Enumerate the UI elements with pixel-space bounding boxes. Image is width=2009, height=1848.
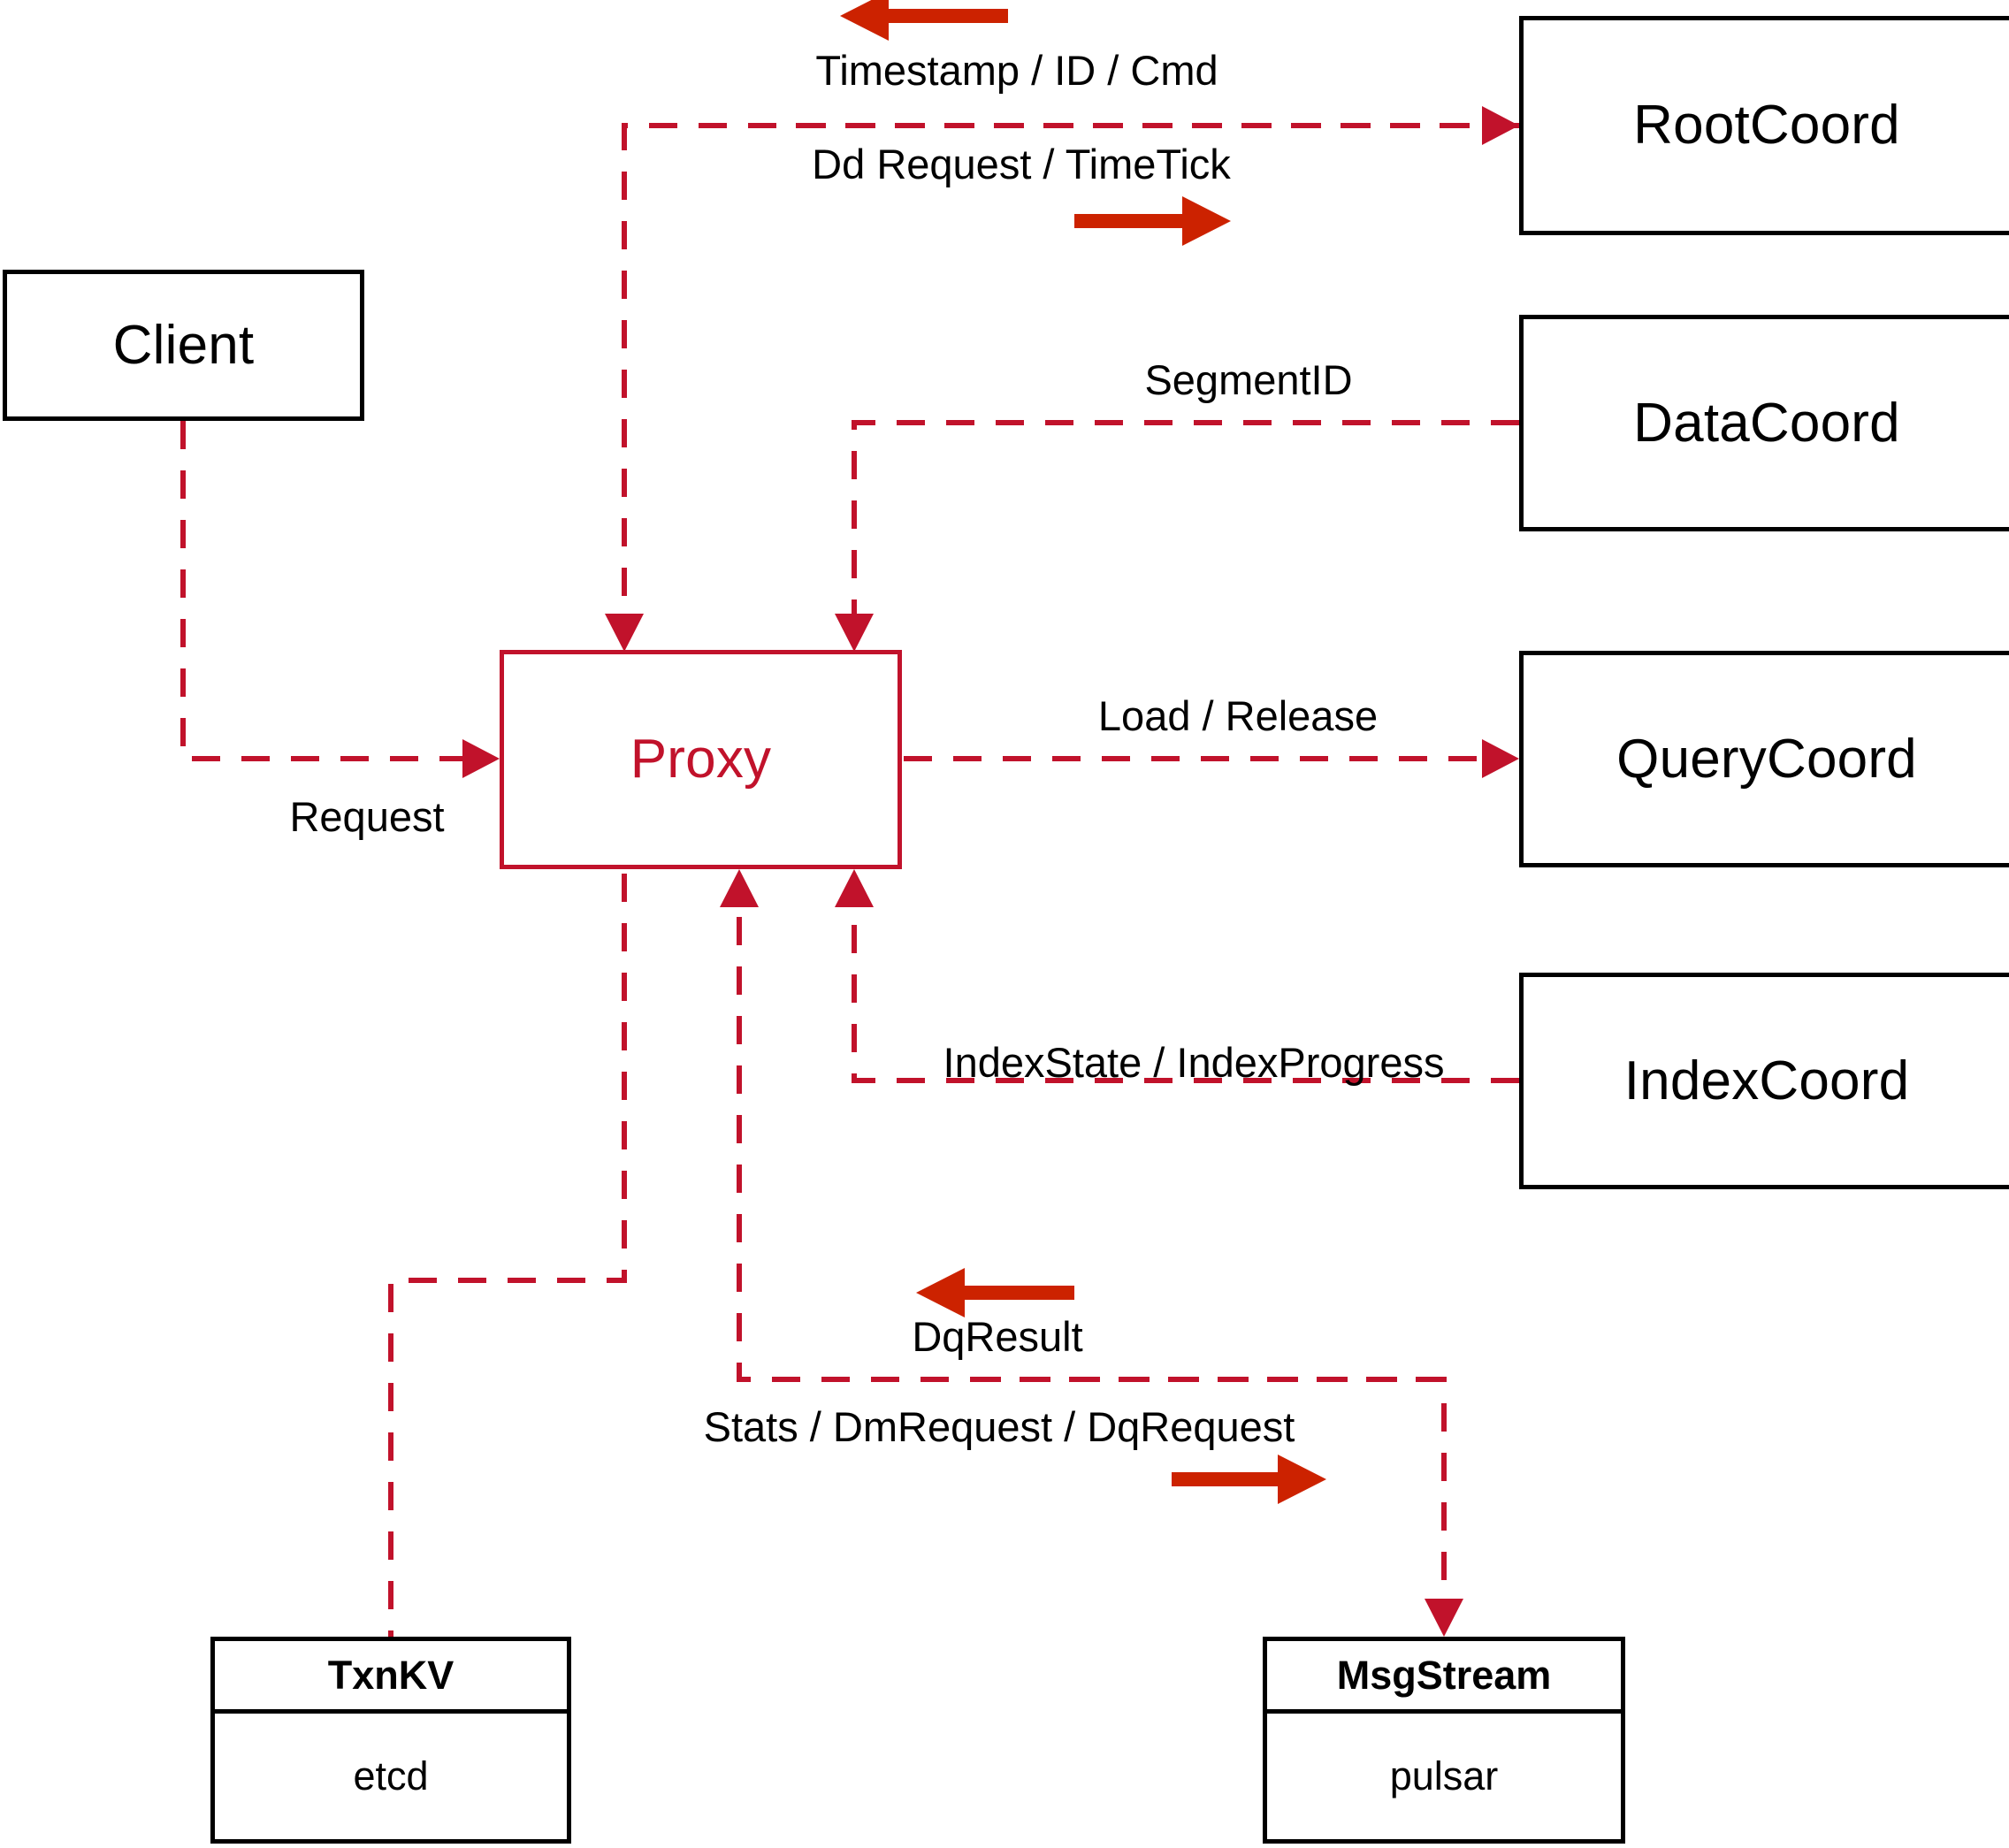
edge-label-timestamp-id-cmd: Timestamp / ID / Cmd [815,47,1218,94]
store-msgstream-impl: pulsar [1389,1753,1499,1798]
node-rootcoord[interactable]: RootCoord [1519,16,2009,235]
node-indexcoord-label: IndexCoord [1623,1050,1910,1111]
arrowhead-into-proxy-top-right [835,614,874,652]
edge-path-index-state-progress [852,902,1519,1083]
store-msgstream-body: pulsar [1267,1714,1621,1839]
store-txnkv[interactable]: TxnKV etcd [210,1637,571,1844]
arrowhead-into-proxy-top-left [605,614,644,652]
node-datacoord[interactable]: DataCoord [1519,315,2009,531]
edge-label-dd-request-timetick: Dd Request / TimeTick [812,141,1231,187]
direction-arrow-dqresult-head [916,1268,965,1317]
edge-label-dq-result: DqResult [912,1313,1083,1360]
store-msgstream[interactable]: MsgStream pulsar [1263,1637,1625,1844]
store-txnkv-impl: etcd [353,1753,429,1798]
node-proxy[interactable]: Proxy [500,650,902,869]
direction-arrow-timestamp-head [840,0,889,41]
edge-path-segment-id [852,420,1519,619]
store-txnkv-body: etcd [215,1714,567,1839]
arrowhead-into-msgstream [1425,1599,1463,1637]
store-txnkv-header: TxnKV [215,1641,567,1714]
edge-path-timestamp-id-cmd [622,123,1519,619]
edge-label-load-release: Load / Release [1097,692,1379,739]
edge-path-dq-result [737,902,1444,1382]
node-indexcoord[interactable]: IndexCoord [1519,973,2009,1189]
store-msgstream-title: MsgStream [1336,1652,1552,1698]
node-querycoord[interactable]: QueryCoord [1519,651,2009,867]
edge-path-request [180,421,488,761]
arrowhead-into-proxy-bottom-left [720,869,759,907]
node-client[interactable]: Client [3,270,364,421]
edge-label-index-state-progress: IndexState / IndexProgress [943,1039,1445,1086]
edge-path-proxy-txnkv [388,874,627,1637]
arrowhead-into-querycoord [1482,739,1519,778]
arrowhead-into-proxy-left [462,739,500,778]
node-client-label: Client [112,314,255,376]
node-proxy-label: Proxy [630,729,772,790]
node-rootcoord-label: RootCoord [1633,95,1900,156]
edge-path-stats-dmrequest-dqrequest [973,1377,1447,1625]
arrowhead-into-rootcoord [1482,106,1519,145]
node-querycoord-label: QueryCoord [1616,728,1917,790]
direction-arrow-ddrequest-head [1182,196,1231,246]
arrowhead-into-proxy-bottom-right [835,869,874,907]
node-datacoord-label: DataCoord [1633,392,1900,454]
edge-label-stats-dmrequest-dqrequest: Stats / DmRequest / DqRequest [703,1403,1295,1450]
edge-label-segment-id: SegmentID [1144,356,1353,403]
edge-label-request: Request [289,793,445,840]
direction-arrow-stats-head [1278,1455,1326,1504]
store-txnkv-title: TxnKV [327,1652,455,1698]
store-msgstream-header: MsgStream [1267,1641,1621,1714]
